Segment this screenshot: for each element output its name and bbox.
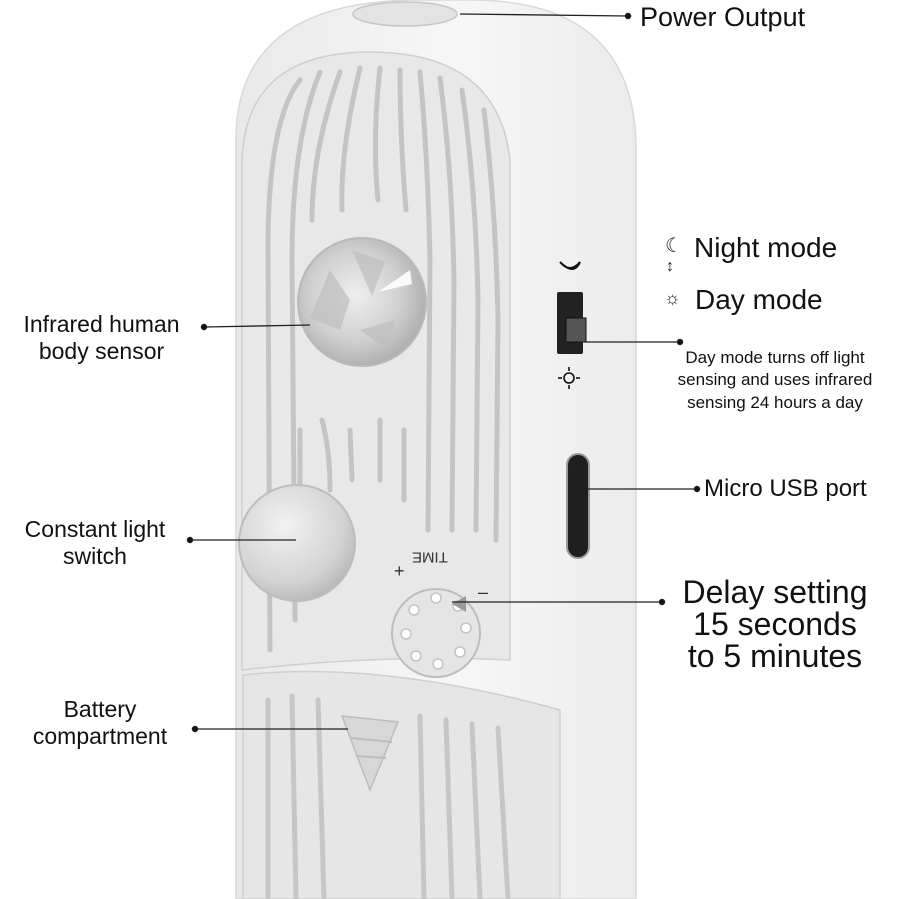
label-battery: Battery compartment — [32, 696, 168, 750]
arrow-updown-icon: ↕ — [666, 258, 674, 275]
label-night-mode: Night mode — [694, 232, 838, 263]
label-delay-setting: Delay setting 15 seconds to 5 minutes — [682, 574, 868, 674]
moon-icon: ☾ — [665, 235, 683, 257]
leader-lines — [186, 12, 701, 733]
label-day-mode-note: Day mode turns off light sensing and use… — [677, 348, 873, 412]
label-micro-usb: Micro USB port — [704, 475, 867, 502]
marking-minus: – — [478, 582, 489, 602]
marking-time: TIME — [412, 548, 448, 566]
moon-marking-icon — [559, 261, 581, 270]
power-output-port — [352, 1, 458, 27]
constant-light-button — [238, 484, 356, 602]
sun-marking-icon — [558, 367, 580, 389]
label-power-output: Power Output — [640, 2, 806, 32]
label-constant-light: Constant light switch — [24, 516, 166, 570]
label-day-mode: Day mode — [695, 284, 823, 315]
marking-plus: + — [394, 561, 405, 581]
usb-port-slot — [566, 453, 590, 559]
mode-switch-toggle — [565, 317, 587, 343]
panel-grooves — [265, 65, 501, 653]
sun-icon: ☼ — [664, 288, 681, 308]
battery-arrow — [340, 715, 400, 793]
label-infrared-sensor: Infrared human body sensor — [23, 311, 180, 365]
